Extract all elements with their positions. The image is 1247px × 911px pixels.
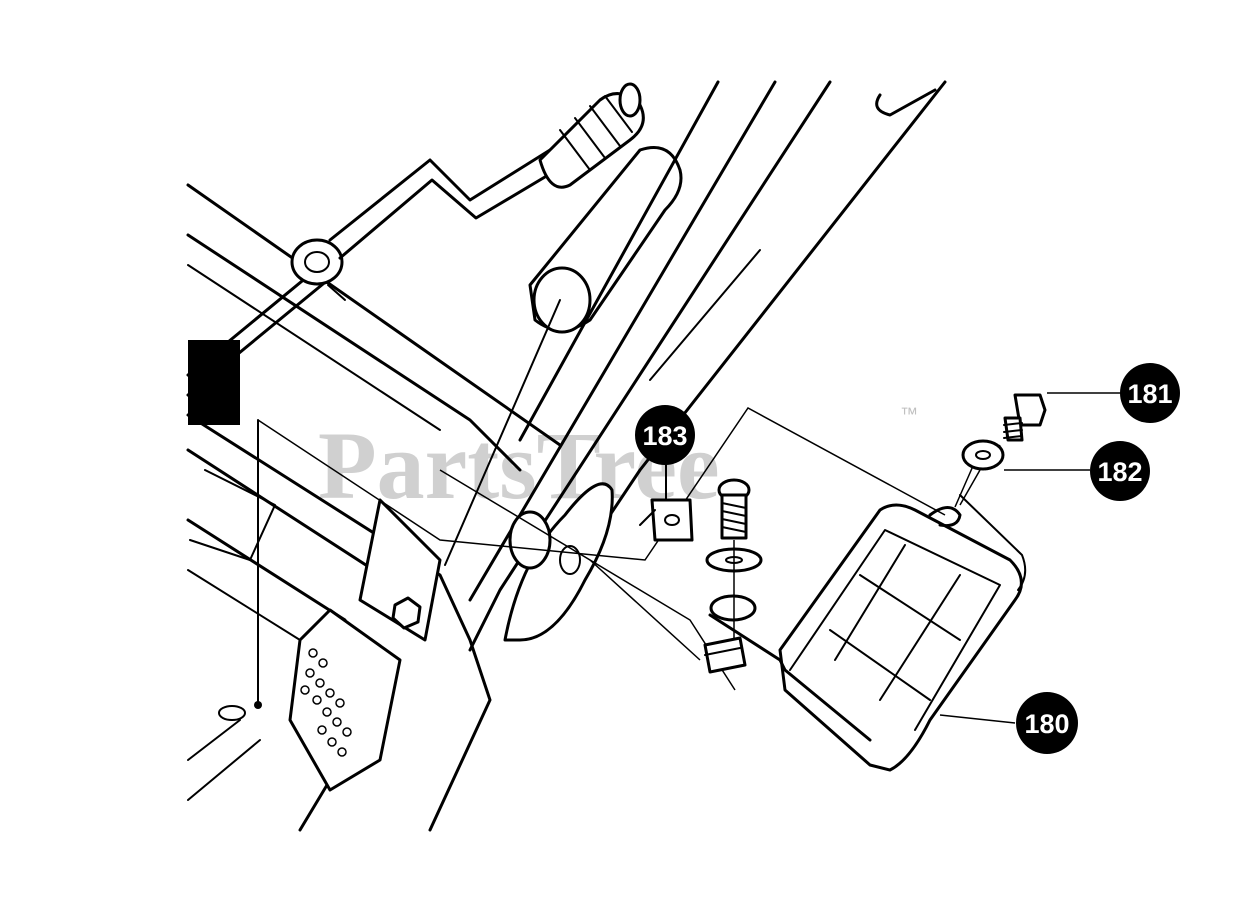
handle-knob xyxy=(288,482,614,792)
crank-handle xyxy=(328,82,645,260)
axle-rod xyxy=(186,238,346,397)
callout-180-label: 180 xyxy=(1024,709,1069,739)
watermark-trademark: ™ xyxy=(900,404,918,424)
part-183-clip xyxy=(639,454,694,542)
callout-182-label: 182 xyxy=(1097,457,1142,487)
part-181-182-bolt-washer xyxy=(959,392,1122,506)
bolt-head xyxy=(218,705,246,721)
callout-183[interactable]: 183 xyxy=(635,405,695,465)
callout-181[interactable]: 181 xyxy=(1120,363,1180,423)
callout-180[interactable]: 180 xyxy=(1016,692,1078,754)
tube xyxy=(444,146,683,566)
part-180-wire-guard xyxy=(708,449,1027,772)
grill-perforations xyxy=(300,648,352,757)
bolt-washer-stack xyxy=(703,478,763,674)
callout-181-label: 181 xyxy=(1127,379,1172,409)
callout-183-label: 183 xyxy=(642,421,687,451)
callout-182[interactable]: 182 xyxy=(1090,441,1150,501)
